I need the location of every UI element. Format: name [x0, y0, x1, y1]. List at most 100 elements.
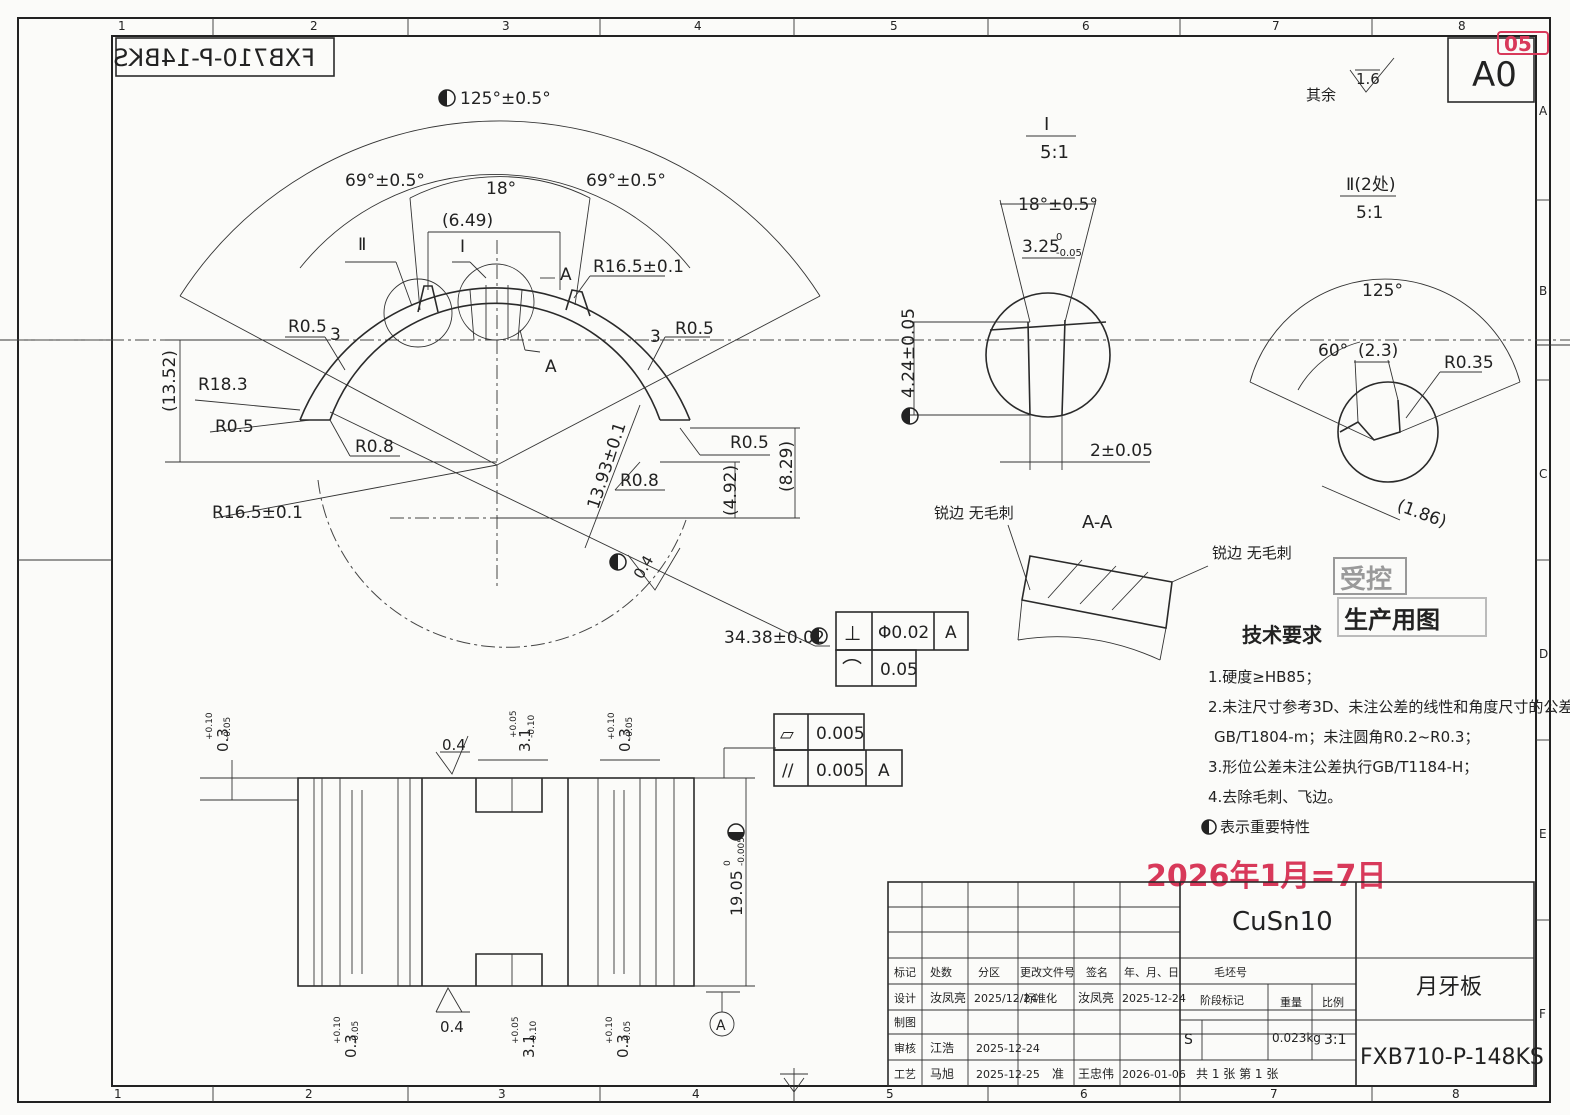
tech-req-2: 2.未注尺寸参考3D、未注公差的线性和角度尺寸的公差执行 [1208, 698, 1570, 716]
dim-h492: (4.92) [721, 465, 741, 516]
gdt-profile-symbol: ⌒ [842, 657, 862, 681]
lower-tol-03-tr-low: -0.05 [625, 717, 635, 740]
zone-ticks [0, 18, 1570, 1102]
detail-i-width-tol-lower: -0.05 [1056, 248, 1082, 259]
gdt-par-symbol: // [782, 761, 794, 781]
tb-stage-value: S [1184, 1032, 1193, 1048]
tb-weight-value: 0.023kg [1272, 1031, 1321, 1045]
tb-row2-name: 江浩 [930, 1041, 954, 1055]
detail-ii-view: Ⅱ(2处) 5:1 125° 60° (2.3) R0.35 (1.86) [1249, 175, 1521, 532]
detail-ii-ref-186: (1.86) [1394, 496, 1449, 532]
surface-finish-value: 1.6 [1356, 70, 1380, 88]
dim-r08-left: R0.8 [355, 437, 394, 457]
tb-row3-date: 2025-12-25 [976, 1068, 1040, 1081]
tb-row3-role: 工艺 [894, 1068, 916, 1081]
zone-row-a: A [1539, 104, 1548, 118]
tb-row3-name2: 王忠伟 [1078, 1067, 1114, 1081]
dim-3-right: 3 [650, 327, 661, 347]
detail-i-angle: 18°±0.5° [1018, 195, 1098, 215]
outer-border [17, 17, 1551, 1103]
tb-row3-date2: 2026-01-06 [1122, 1068, 1186, 1081]
dim-r08-right: R0.8 [620, 471, 659, 491]
detail-i-circle [457, 263, 535, 341]
tb-row0-date2: 2025-12-24 [1122, 992, 1186, 1005]
zone-col-7: 7 [1272, 19, 1280, 33]
label-section-a-bottom: A [545, 357, 557, 377]
zone-row-c: C [1539, 467, 1547, 481]
dim-radius-inner: R16.5±0.1 [212, 503, 303, 523]
dim-r05-right-bottom: R0.5 [730, 433, 769, 453]
dim-angle-mid: 18° [486, 179, 516, 199]
gdt-profile-frame: ⌒ 0.05 [835, 649, 918, 687]
lower-datum-a: A [716, 1018, 726, 1034]
zone-col-6-bottom: 6 [1080, 1087, 1088, 1101]
lower-height: 19.05 [727, 870, 746, 916]
tech-req-title: 技术要求 [1242, 623, 1323, 647]
date-stamp: 2026年1月=7日 [1146, 859, 1386, 894]
gdt-par-datum: A [878, 761, 890, 781]
sheet-size: A0 [1472, 55, 1517, 95]
revision-stamp: 05 [1504, 32, 1532, 56]
zone-row-labels: A B C D E F [1539, 104, 1548, 1021]
dim-width-ref: (6.49) [442, 211, 493, 231]
lower-tol-31-t-up: +0.05 [509, 710, 519, 738]
detail-ii-r035: R0.35 [1444, 353, 1494, 373]
gdt-perpendicularity-frame: ⊥ Φ0.02 A [835, 611, 969, 651]
tb-row0-name2: 汝凤亮 [1078, 990, 1114, 1005]
lower-height-tol-upper: 0 [723, 860, 733, 866]
lower-dim-03-tl: 0.3 [214, 728, 232, 752]
zone-row-b: B [1539, 284, 1547, 298]
zone-col-7-bottom: 7 [1270, 1087, 1278, 1101]
tb-header-1: 处数 [930, 966, 952, 979]
zone-col-8-bottom: 8 [1452, 1087, 1460, 1101]
zone-row-e: E [1539, 827, 1547, 841]
lower-tol-31-b-up: +0.05 [511, 1016, 521, 1044]
zone-col-5-bottom: 5 [886, 1087, 894, 1101]
tb-row1-role: 制图 [894, 1016, 916, 1029]
tb-header-4: 签名 [1086, 965, 1108, 979]
dim-angle-right: 69°±0.5° [586, 171, 666, 191]
dim-radius-outer: R16.5±0.1 [593, 257, 684, 277]
zone-col-6: 6 [1082, 19, 1090, 33]
tb-header-5: 年、月、日 [1124, 965, 1179, 979]
gdt-perp-datum: A [945, 623, 957, 643]
dim-r05-right-top: R0.5 [675, 319, 714, 339]
section-aa-note-left: 锐边 无毛刺 [934, 504, 1014, 522]
tb-row2-date: 2025-12-24 [976, 1042, 1040, 1055]
lower-roughness-bottom: 0.4 [440, 1018, 464, 1036]
part-number: FXB710-P-148KS [1360, 1045, 1544, 1070]
controlled-text: 受控 [1340, 564, 1392, 595]
tb-row0-role: 设计 [894, 992, 916, 1005]
inner-profile [329, 302, 661, 421]
main-view: 125°±0.5° 69°±0.5° 69°±0.5° 18° (6.49) Ⅱ… [10, 89, 1570, 687]
tech-req-4: 4.去除毛刺、飞边。 [1208, 788, 1342, 806]
dim-angle-left: 69°±0.5° [345, 171, 425, 191]
lower-height-tol-lower: -0.005 [737, 837, 747, 866]
controlled-sub-text: 生产用图 [1344, 606, 1440, 634]
detail-ii-title: Ⅱ(2处) [1346, 175, 1395, 195]
tb-row2-role: 审核 [894, 1041, 916, 1055]
tb-scale-value: 3:1 [1324, 1032, 1347, 1048]
tb-sheets: 共 1 张 第 1 张 [1196, 1067, 1278, 1081]
lower-dim-03-tr: 0.3 [616, 728, 634, 752]
tb-header-0: 标记 [894, 965, 916, 979]
tb-row0-role2: 标准化 [1024, 991, 1057, 1005]
dim-height-ref: (13.52) [160, 350, 180, 412]
detail-i-width-tol-upper: 0 [1056, 232, 1062, 243]
lower-tol-03-tr-up: +0.10 [607, 712, 617, 740]
gdt-perp-value: Φ0.02 [878, 623, 929, 643]
drawing-number-mirrored: FXB710-P-14BKS [113, 44, 315, 72]
section-aa-view: A-A 锐边 无毛刺 锐边 无毛刺 [934, 504, 1292, 661]
lower-view: A 0.4 0.4 0.3 +0.10 -0.05 3.1 +0.05 -0.1… [200, 710, 903, 1058]
lower-tol-03-bl-low: -0.05 [351, 1021, 361, 1044]
dim-dia-3438: 34.38±0.02 [724, 628, 825, 648]
zone-column-labels: 1 2 3 4 5 6 7 8 1 2 3 4 5 6 7 8 [114, 19, 1466, 1101]
zone-col-2-bottom: 2 [305, 1087, 313, 1101]
tech-req-3: 3.形位公差未注公差执行GB/T1184-H； [1208, 758, 1478, 776]
detail-i-view: Ⅰ 5:1 18°±0.5° 3.25 0 -0.05 4.24±0.05 2±… [899, 114, 1153, 470]
lower-dim-31-t: 3.1 [516, 728, 534, 752]
label-section-a-top: A [560, 265, 572, 285]
tech-req-1: 1.硬度≥HB85； [1208, 668, 1321, 686]
section-aa-note-right: 锐边 无毛刺 [1212, 544, 1292, 562]
